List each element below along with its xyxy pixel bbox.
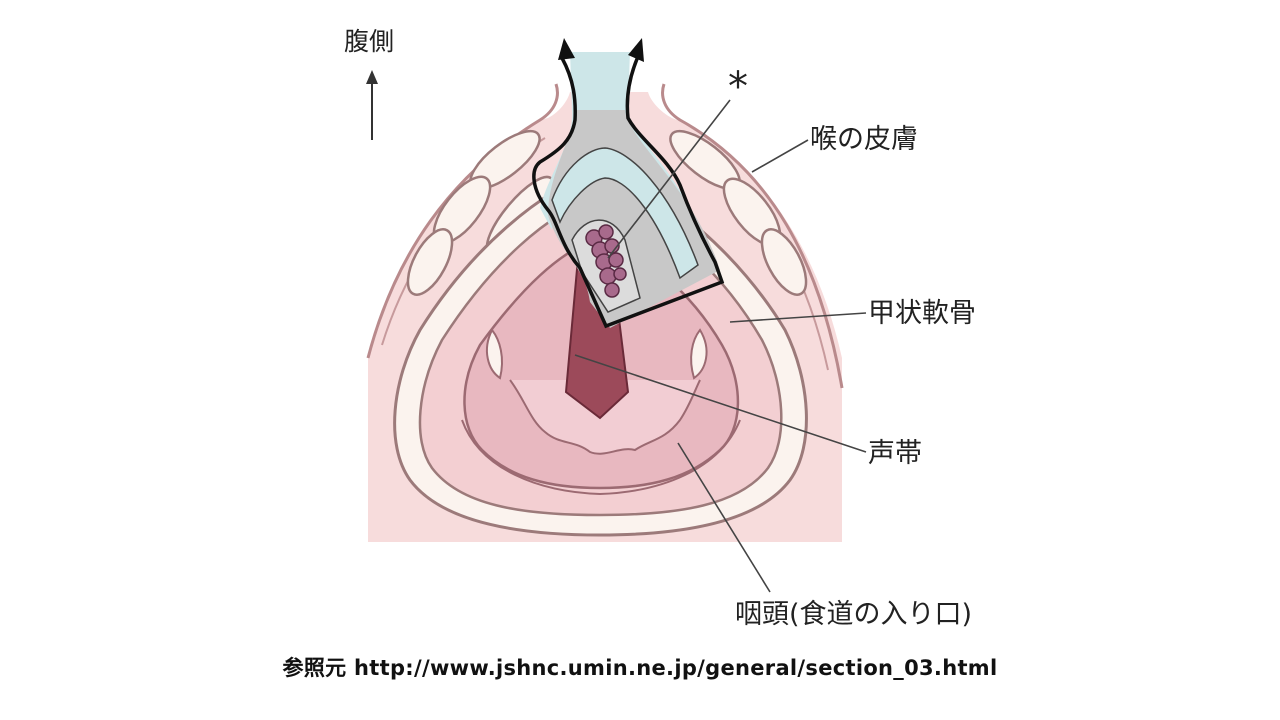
- stent-inner-blue: [551, 147, 699, 280]
- label-vocal-cords: 声帯: [868, 438, 922, 469]
- leader-pharynx: [677, 442, 771, 593]
- label-asterisk: *: [728, 64, 748, 110]
- airflow-arrow-right: [628, 38, 644, 62]
- airway-outline: [532, 51, 725, 329]
- vocal-fold-ruffle: [509, 379, 701, 455]
- source-caption: 参照元 http://www.jshnc.umin.ne.jp/general/…: [282, 656, 998, 680]
- label-skin: 喉の皮膚: [810, 124, 918, 155]
- ventral-arrow: [366, 70, 378, 140]
- leader-thyroid: [729, 312, 867, 323]
- airflow-arrow-left: [558, 38, 575, 60]
- leader-asterisk: [607, 99, 731, 259]
- label-ventral: 腹側: [344, 27, 394, 56]
- right-strap-muscles: [669, 129, 808, 296]
- label-thyroid-cartilage: 甲状軟骨: [868, 298, 976, 329]
- leader-skin: [751, 139, 809, 173]
- leader-vocal: [574, 354, 867, 453]
- arytenoid-right: [690, 328, 708, 380]
- label-pharynx: 咽頭(食道の入り口): [735, 599, 972, 630]
- pharynx-fold: [461, 419, 741, 496]
- arytenoid-left: [485, 328, 503, 380]
- tumor-cluster: [585, 224, 627, 298]
